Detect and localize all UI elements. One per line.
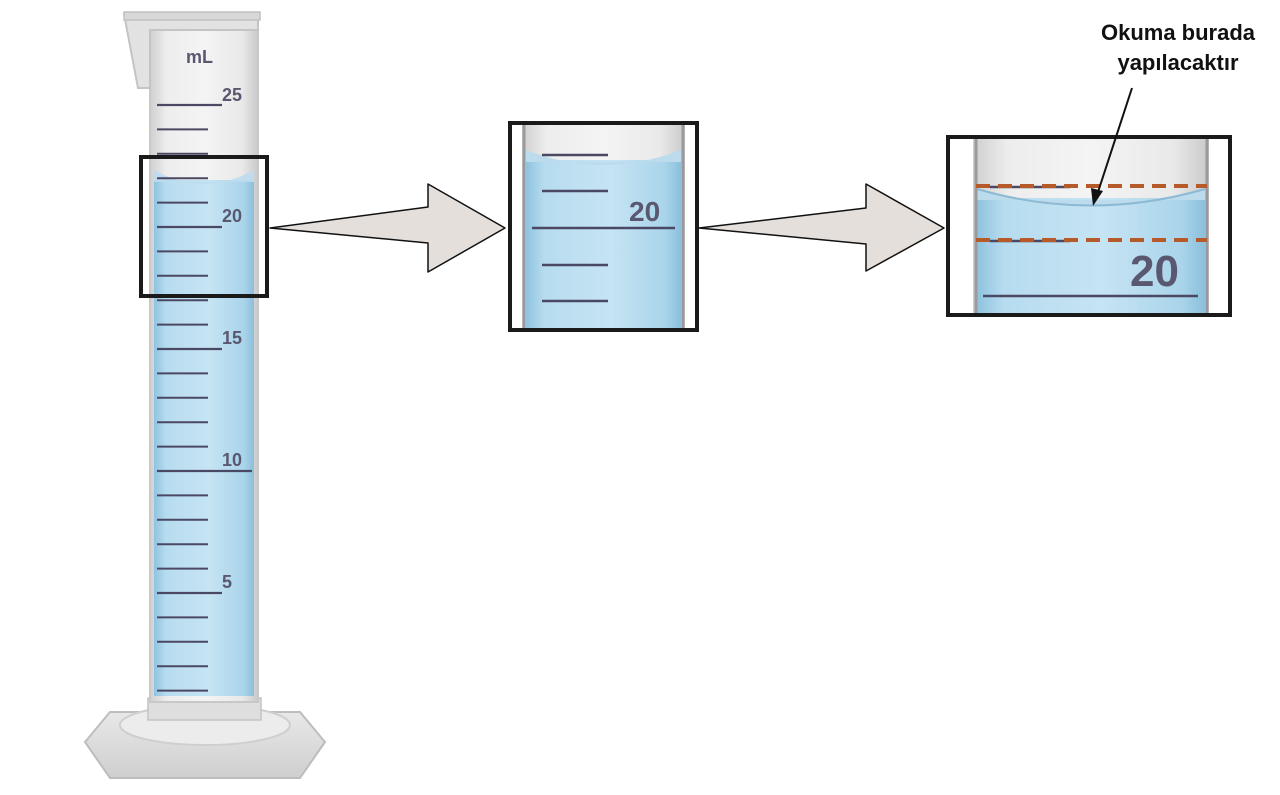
zoom-1-frame	[508, 121, 699, 332]
zoom-2-frame	[946, 135, 1232, 317]
pointer-arrowhead	[1091, 188, 1103, 206]
annotation-line-1: Okuma burada	[1100, 20, 1256, 45]
zoom-2-meniscus-curve	[976, 188, 1206, 207]
arrow-1	[269, 183, 506, 273]
zoom-view-1: 20	[508, 121, 699, 332]
arrow-2	[698, 183, 945, 272]
cylinder-liquid	[154, 180, 254, 696]
scale-label-5: 5	[222, 572, 232, 592]
annotation-line-2: yapılacaktır	[1117, 50, 1239, 75]
cylinder-rim	[123, 11, 261, 21]
reading-annotation: Okuma burada yapılacaktır	[1078, 18, 1278, 78]
zoom-view-2: 20	[946, 135, 1232, 317]
scale-label-20: 20	[222, 206, 242, 226]
scale-label-25: 25	[222, 85, 242, 105]
reading-pointer	[1091, 87, 1133, 206]
pointer-line	[1097, 87, 1133, 193]
zoom-1-meniscus	[526, 150, 681, 165]
zoom-1-liquid	[526, 160, 681, 330]
cylinder-zoom-frame	[139, 155, 269, 298]
scale-label-15: 15	[222, 328, 242, 348]
graduated-cylinder: mL 25 20 15 10 5	[83, 11, 327, 779]
unit-label: mL	[186, 47, 213, 67]
zoom-2-scale-label: 20	[1130, 247, 1179, 296]
scale-label-10: 10	[222, 450, 242, 470]
cylinder-meniscus	[154, 170, 254, 184]
cylinder-graduation-ticks	[157, 103, 252, 692]
zoom-1-scale-label: 20	[629, 196, 660, 227]
